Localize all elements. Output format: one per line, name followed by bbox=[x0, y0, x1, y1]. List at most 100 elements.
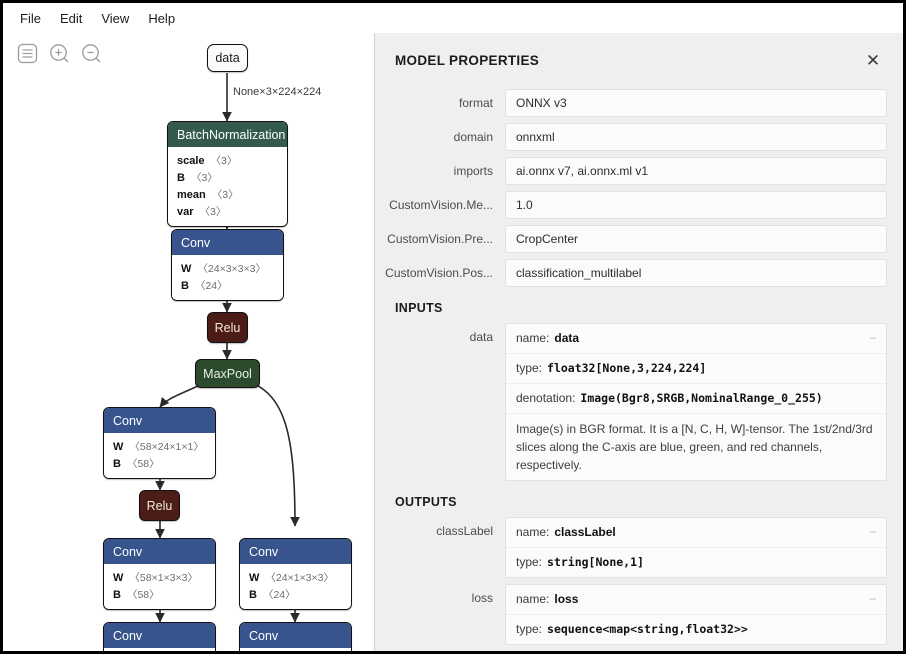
attribute-value: 〈3〉 bbox=[199, 206, 227, 218]
property-value[interactable]: ONNX v3 bbox=[505, 89, 887, 117]
output-type-key: type: bbox=[516, 555, 543, 569]
attribute-key: var bbox=[177, 206, 194, 218]
graph-node-conv-4[interactable]: Conv W 〈24×1×3×3〉 B 〈24〉 bbox=[239, 538, 352, 610]
graph-node-label: Relu bbox=[146, 498, 173, 513]
graph-node-header: Conv bbox=[104, 623, 215, 648]
node-attribute: W 〈24×3×3×3〉 bbox=[172, 261, 283, 278]
output-type-row: type: sequence<map<string,float32>> bbox=[506, 615, 886, 644]
graph-node-attributes: W 〈58×24×1×1〉 B 〈58〉 bbox=[104, 433, 215, 478]
attribute-value: 〈24×3×3×3〉 bbox=[197, 263, 266, 275]
zoom-in-icon[interactable] bbox=[47, 41, 72, 66]
node-attribute: W 〈58×1×3×3〉 bbox=[104, 570, 215, 587]
collapse-icon[interactable]: – bbox=[869, 332, 876, 344]
graph-node-attributes: scale 〈3〉 B 〈3〉 mean 〈3〉 var 〈3〉 bbox=[168, 147, 287, 226]
property-row: CustomVision.Pre... CropCenter bbox=[375, 225, 887, 253]
attribute-key: W bbox=[181, 263, 192, 275]
property-value[interactable]: ai.onnx v7, ai.onnx.ml v1 bbox=[505, 157, 887, 185]
menu-item-file[interactable]: File bbox=[20, 10, 41, 26]
attribute-value: 〈58×1×3×3〉 bbox=[129, 572, 198, 584]
attribute-value: 〈3〉 bbox=[210, 155, 238, 167]
attribute-value: 〈24×1×3×3〉 bbox=[265, 572, 334, 584]
graph-node-header: Conv bbox=[104, 539, 215, 564]
attribute-key: B bbox=[249, 589, 257, 601]
property-value[interactable]: CropCenter bbox=[505, 225, 887, 253]
graph-edge-label-shape: None×3×224×224 bbox=[233, 86, 322, 98]
input-name-key: name: bbox=[516, 331, 550, 345]
graph-node-header: Conv bbox=[240, 623, 351, 648]
properties-icon[interactable] bbox=[15, 41, 40, 66]
property-row: format ONNX v3 bbox=[375, 89, 887, 117]
panel-header: MODEL PROPERTIES ✕ bbox=[375, 33, 903, 89]
output-name-key: name: bbox=[516, 592, 550, 606]
output-type-key: type: bbox=[516, 622, 543, 636]
property-label: CustomVision.Pos... bbox=[385, 266, 493, 280]
input-details: name: data – type: float32[None,3,224,22… bbox=[505, 323, 887, 481]
collapse-icon[interactable]: – bbox=[869, 526, 876, 538]
output-name-row: name: classLabel – bbox=[506, 518, 886, 548]
attribute-value: 〈24〉 bbox=[194, 280, 228, 292]
output-type-row: type: string[None,1] bbox=[506, 548, 886, 577]
graph-node-attributes: W 〈24×3×3×3〉 B 〈24〉 bbox=[172, 255, 283, 300]
inputs-section-title: INPUTS bbox=[395, 301, 443, 315]
property-value[interactable]: classification_multilabel bbox=[505, 259, 887, 287]
attribute-key: B bbox=[181, 280, 189, 292]
graph-node-conv-1[interactable]: Conv W 〈24×3×3×3〉 B 〈24〉 bbox=[171, 229, 284, 301]
attribute-key: B bbox=[177, 172, 185, 184]
attribute-value: 〈58〉 bbox=[126, 589, 160, 601]
output-details: name: classLabel – type: string[None,1] bbox=[505, 517, 887, 578]
output-type-value: sequence<map<string,float32>> bbox=[547, 622, 748, 636]
attribute-value: 〈58×24×1×1〉 bbox=[129, 441, 204, 453]
menu-item-view[interactable]: View bbox=[101, 10, 130, 26]
collapse-icon[interactable]: – bbox=[869, 593, 876, 605]
graph-node-header: BatchNormalization bbox=[168, 122, 287, 147]
graph-node-relu-2[interactable]: Relu bbox=[139, 490, 180, 521]
output-name-row: name: loss – bbox=[506, 585, 886, 615]
attribute-value: 〈24〉 bbox=[262, 589, 296, 601]
attribute-key: scale bbox=[177, 155, 205, 167]
property-row: imports ai.onnx v7, ai.onnx.ml v1 bbox=[375, 157, 887, 185]
input-name-value: data bbox=[554, 331, 580, 345]
close-icon[interactable]: ✕ bbox=[865, 50, 881, 70]
graph-node-maxpool[interactable]: MaxPool bbox=[195, 359, 260, 388]
property-value[interactable]: 1.0 bbox=[505, 191, 887, 219]
graph-node-batchnormalization[interactable]: BatchNormalization scale 〈3〉 B 〈3〉 mean … bbox=[167, 121, 288, 227]
property-value[interactable]: onnxml bbox=[505, 123, 887, 151]
zoom-out-icon[interactable] bbox=[79, 41, 104, 66]
graph-node-data[interactable]: data bbox=[207, 44, 248, 72]
graph-node-conv-2[interactable]: Conv W 〈58×24×1×1〉 B 〈58〉 bbox=[103, 407, 216, 479]
input-type-value: float32[None,3,224,224] bbox=[547, 361, 707, 375]
output-name-key: name: bbox=[516, 525, 550, 539]
output-type-value: string[None,1] bbox=[547, 555, 644, 569]
graph-node-conv-3[interactable]: Conv W 〈58×1×3×3〉 B 〈58〉 bbox=[103, 538, 216, 610]
output-label: loss bbox=[471, 591, 493, 605]
input-type-key: type: bbox=[516, 361, 543, 375]
property-label: CustomVision.Me... bbox=[389, 198, 493, 212]
panel-title: MODEL PROPERTIES bbox=[395, 53, 540, 68]
output-row: classLabel name: classLabel – type: stri… bbox=[375, 517, 887, 578]
output-details: name: loss – type: sequence<map<string,f… bbox=[505, 584, 887, 645]
graph-canvas[interactable]: data None×3×224×224 BatchNormalization s… bbox=[3, 33, 374, 651]
attribute-value: 〈58〉 bbox=[126, 458, 160, 470]
output-name-value: loss bbox=[554, 592, 579, 606]
graph-node-header: Conv bbox=[104, 408, 215, 433]
graph-node-conv-5[interactable]: Conv bbox=[103, 622, 216, 651]
node-attribute: B 〈58〉 bbox=[104, 456, 215, 473]
property-label: format bbox=[458, 96, 493, 110]
input-name-row: name: data – bbox=[506, 324, 886, 354]
node-attribute: B 〈58〉 bbox=[104, 587, 215, 604]
menu-item-edit[interactable]: Edit bbox=[59, 10, 83, 26]
input-denotation-row: denotation: Image(Bgr8,SRGB,NominalRange… bbox=[506, 384, 886, 414]
node-attribute: B 〈24〉 bbox=[172, 278, 283, 295]
node-attribute: mean 〈3〉 bbox=[168, 187, 287, 204]
node-attribute: W 〈58×24×1×1〉 bbox=[104, 439, 215, 456]
property-label: domain bbox=[453, 130, 493, 144]
graph-node-attributes: W 〈24×1×3×3〉 B 〈24〉 bbox=[240, 564, 351, 609]
outputs-section-title: OUTPUTS bbox=[395, 495, 457, 509]
menu-item-help[interactable]: Help bbox=[148, 10, 176, 26]
model-properties-panel: MODEL PROPERTIES ✕ format ONNX v3 domain… bbox=[374, 33, 903, 651]
graph-node-relu-1[interactable]: Relu bbox=[207, 312, 248, 343]
node-attribute: B 〈24〉 bbox=[240, 587, 351, 604]
attribute-key: W bbox=[113, 572, 124, 584]
graph-node-conv-6[interactable]: Conv bbox=[239, 622, 352, 651]
graph-node-header: Conv bbox=[240, 539, 351, 564]
